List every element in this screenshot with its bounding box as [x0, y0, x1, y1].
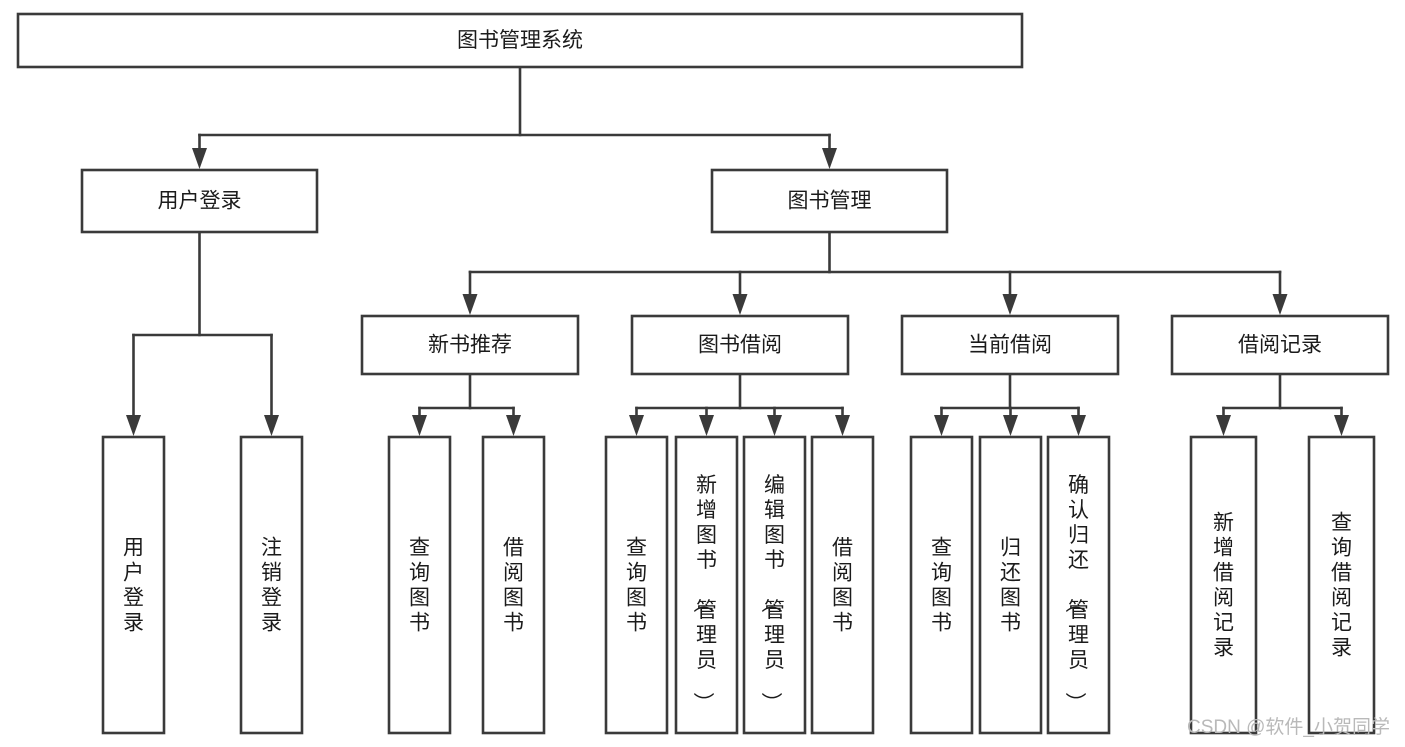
node-box-leaf-query-record[interactable]: [1307, 435, 1376, 735]
node-borrow-record[interactable]: 借阅记录: [1170, 314, 1390, 376]
connector-group-current_borrow: [934, 372, 1086, 436]
node-box-leaf-query-book-c[interactable]: [909, 435, 974, 735]
node-box-user-login[interactable]: [80, 168, 319, 234]
connector-group-user_login: [126, 230, 279, 436]
node-label-leaf-query-record: 查询借阅记录: [1331, 512, 1352, 660]
node-box-current-borrow[interactable]: [900, 314, 1120, 376]
node-label-current-borrow: 当前借阅: [968, 334, 1052, 357]
node-label-root: 图书管理系统: [457, 29, 583, 52]
connector-group-book_manage: [462, 230, 1288, 315]
node-label-user-login: 用户登录: [158, 190, 242, 213]
node-box-book-borrow[interactable]: [630, 314, 850, 376]
node-box-leaf-borrow-book-a[interactable]: [481, 435, 546, 735]
node-label-book-manage: 图书管理: [788, 190, 872, 213]
node-label-leaf-borrow-book-b: 借阅图书: [832, 537, 853, 635]
node-book-manage[interactable]: 图书管理: [710, 168, 949, 234]
node-label-borrow-record: 借阅记录: [1238, 334, 1322, 357]
node-label-leaf-query-book-c: 查询图书: [931, 537, 952, 635]
node-leaf-query-book-a[interactable]: 查询图书: [387, 435, 452, 735]
node-leaf-query-book-b[interactable]: 查询图书: [604, 435, 669, 735]
node-root[interactable]: 图书管理系统: [16, 12, 1024, 69]
node-box-leaf-user-login[interactable]: [101, 435, 166, 735]
connector-group-borrow_record: [1216, 372, 1349, 436]
node-leaf-borrow-book-a[interactable]: 借阅图书: [481, 435, 546, 735]
node-label-leaf-logout: 注销登录: [261, 537, 282, 635]
node-label-book-borrow: 图书借阅: [698, 334, 782, 357]
node-user-login[interactable]: 用户登录: [80, 168, 319, 234]
connector-group-root: [192, 65, 837, 169]
node-box-leaf-add-book[interactable]: [674, 435, 739, 735]
node-label-leaf-query-book-b: 查询图书: [626, 537, 647, 635]
node-box-new-book-rec[interactable]: [360, 314, 580, 376]
node-box-leaf-add-record[interactable]: [1189, 435, 1258, 735]
node-book-borrow[interactable]: 图书借阅: [630, 314, 850, 376]
node-label-leaf-add-record: 新增借阅记录: [1213, 512, 1234, 660]
node-box-leaf-borrow-book-b[interactable]: [810, 435, 875, 735]
node-label-leaf-confirm-return: 确认归还（管理员）: [1063, 474, 1089, 713]
node-label-leaf-user-login: 用户登录: [123, 537, 144, 635]
node-label-leaf-borrow-book-a: 借阅图书: [503, 537, 524, 635]
connector-group-new_book_rec: [412, 372, 521, 436]
node-leaf-query-book-c[interactable]: 查询图书: [909, 435, 974, 735]
node-layer: 图书管理系统用户登录图书管理新书推荐图书借阅当前借阅借阅记录用户登录注销登录查询…: [16, 12, 1390, 735]
node-leaf-confirm-return[interactable]: 确认归还（管理员）: [1046, 435, 1111, 735]
node-box-leaf-return-book[interactable]: [978, 435, 1043, 735]
node-new-book-rec[interactable]: 新书推荐: [360, 314, 580, 376]
node-label-new-book-rec: 新书推荐: [428, 334, 512, 357]
node-leaf-logout[interactable]: 注销登录: [239, 435, 304, 735]
node-leaf-query-record[interactable]: 查询借阅记录: [1307, 435, 1376, 735]
node-box-borrow-record[interactable]: [1170, 314, 1390, 376]
csdn-watermark: CSDN @软件_小贺同学: [1187, 716, 1390, 738]
node-label-leaf-return-book: 归还图书: [1000, 537, 1021, 635]
node-box-leaf-confirm-return[interactable]: [1046, 435, 1111, 735]
node-leaf-borrow-book-b[interactable]: 借阅图书: [810, 435, 875, 735]
node-label-leaf-edit-book: 编辑图书（管理员）: [759, 474, 785, 713]
node-leaf-edit-book[interactable]: 编辑图书（管理员）: [742, 435, 807, 735]
edge-layer: [126, 65, 1349, 436]
node-leaf-user-login[interactable]: 用户登录: [101, 435, 166, 735]
node-box-leaf-query-book-a[interactable]: [387, 435, 452, 735]
node-leaf-return-book[interactable]: 归还图书: [978, 435, 1043, 735]
node-leaf-add-record[interactable]: 新增借阅记录: [1189, 435, 1258, 735]
node-box-book-manage[interactable]: [710, 168, 949, 234]
node-leaf-add-book[interactable]: 新增图书（管理员）: [674, 435, 739, 735]
node-box-leaf-logout[interactable]: [239, 435, 304, 735]
node-current-borrow[interactable]: 当前借阅: [900, 314, 1120, 376]
node-label-leaf-query-book-a: 查询图书: [409, 537, 430, 635]
node-box-root[interactable]: [16, 12, 1024, 69]
node-label-leaf-add-book: 新增图书（管理员）: [691, 474, 717, 713]
node-box-leaf-query-book-b[interactable]: [604, 435, 669, 735]
connector-group-book_borrow: [629, 372, 850, 436]
node-box-leaf-edit-book[interactable]: [742, 435, 807, 735]
